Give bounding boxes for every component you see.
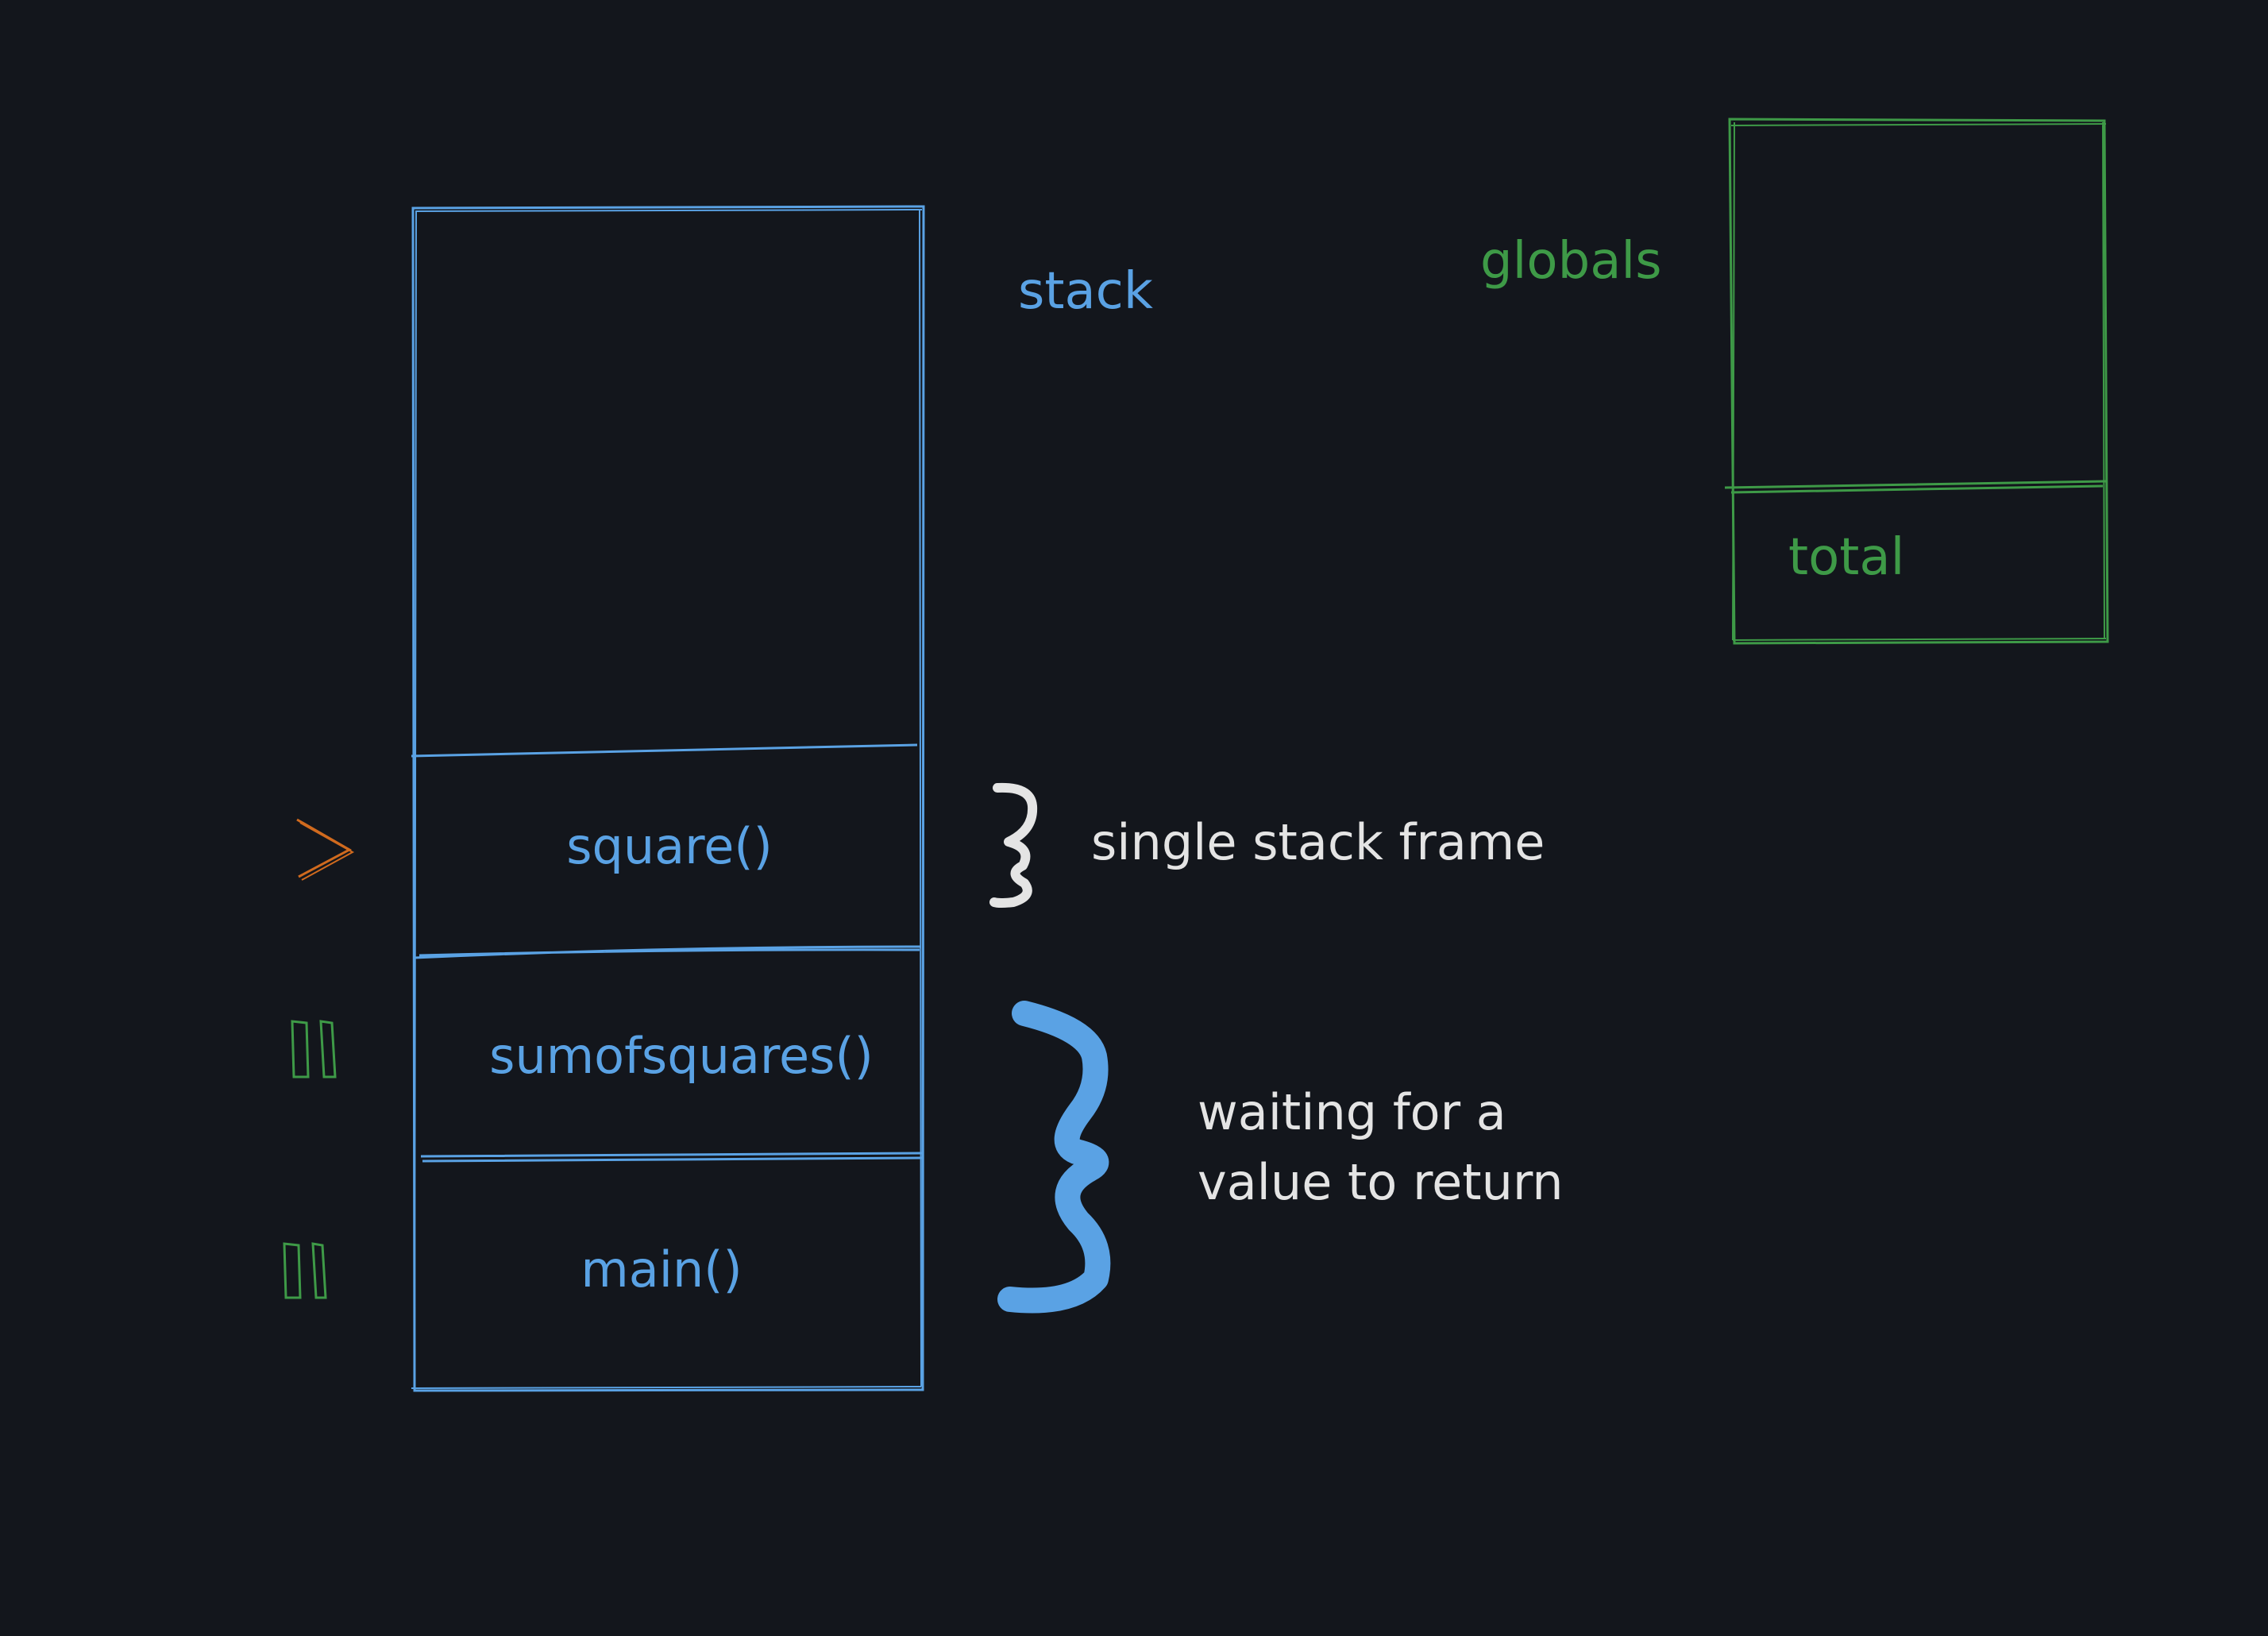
stack-label: stack bbox=[1018, 262, 1153, 321]
frame-divider-bottom bbox=[420, 1152, 924, 1163]
waiting-annotation-line2: value to return bbox=[1198, 1153, 1564, 1211]
frame-label-sumofsquares: sumofsquares() bbox=[489, 1027, 874, 1085]
waiting-annotation-line1: waiting for a bbox=[1198, 1083, 1506, 1141]
single-frame-brace bbox=[989, 782, 1038, 908]
frame-label-square: square() bbox=[566, 817, 773, 875]
single-frame-annotation: single stack frame bbox=[1091, 813, 1545, 871]
pause-icon bbox=[283, 1242, 327, 1299]
globals-divider bbox=[1724, 480, 2107, 494]
play-arrow-icon bbox=[296, 818, 355, 881]
globals-box bbox=[1728, 118, 2109, 645]
frame-label-main: main() bbox=[580, 1241, 742, 1298]
frame-divider-middle bbox=[414, 945, 922, 959]
globals-label: globals bbox=[1480, 232, 1662, 291]
global-entry-total: total bbox=[1788, 528, 1904, 587]
frame-divider-top bbox=[411, 743, 918, 758]
pause-icon bbox=[291, 1020, 337, 1078]
waiting-frames-brace bbox=[997, 1001, 1111, 1314]
stack-box bbox=[411, 205, 925, 1392]
